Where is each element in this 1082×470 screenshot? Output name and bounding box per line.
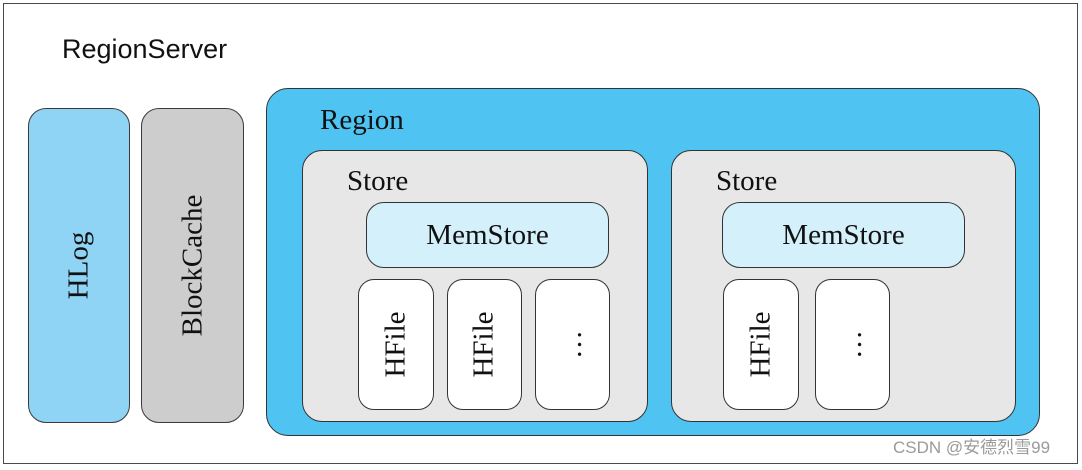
hfile-box: HFile [447,279,522,410]
blockcache-label: BlockCache [176,194,209,337]
store-box: Store MemStore HFile HFile … [302,150,648,422]
regionserver-title: RegionServer [62,34,228,64]
more-files-box: … [815,279,890,410]
memstore-label: MemStore [426,218,549,251]
store-label: Store [347,165,409,197]
region-label: Region [320,104,404,136]
watermark: CSDN @安德烈雪99 [893,438,1051,457]
memstore-box: MemStore [366,202,609,268]
hlog-box: HLog [28,108,130,423]
hlog-label: HLog [62,231,95,300]
hfile-box: HFile [723,279,799,410]
region-box: Region Store MemStore HFile HFile … Stor… [266,88,1040,436]
memstore-label: MemStore [782,218,905,251]
blockcache-box: BlockCache [141,108,244,423]
ellipsis-label: … [556,330,588,359]
memstore-box: MemStore [722,202,965,268]
hfile-label: HFile [468,311,500,378]
store-label: Store [716,165,778,197]
more-files-box: … [535,279,610,410]
hfile-label: HFile [379,311,412,378]
store-box: Store MemStore HFile … [671,150,1016,422]
hfile-label: HFile [744,311,777,378]
ellipsis-label: … [836,330,868,359]
hfile-box: HFile [358,279,434,410]
